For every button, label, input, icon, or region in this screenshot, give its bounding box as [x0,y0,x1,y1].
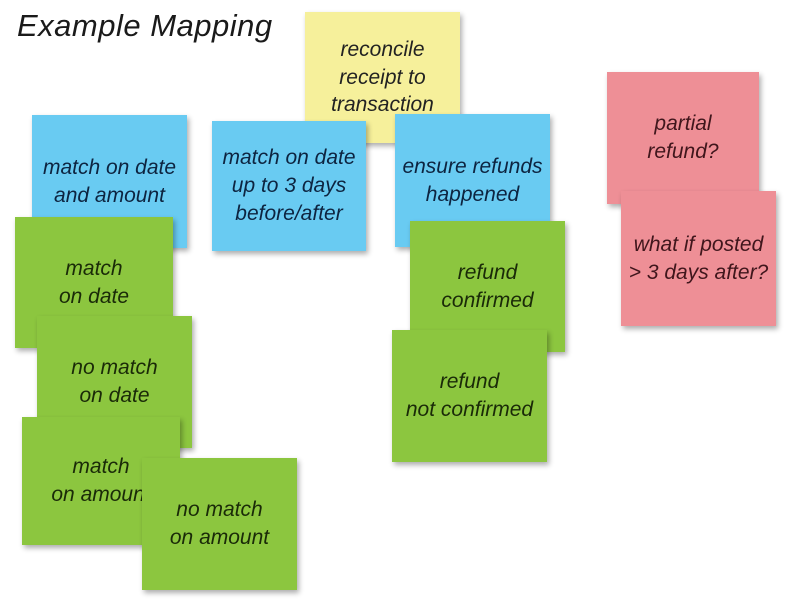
sticky-note-partial-refund: partial refund? [607,72,759,204]
sticky-note-text: match on amount [51,455,151,506]
sticky-note-text: refund not confirmed [405,370,534,421]
sticky-note-text: no match on date [71,356,158,407]
slide-title: Example Mapping [17,8,273,43]
sticky-note-text: what if posted > 3 days after? [628,232,769,284]
sticky-note-text: reconcile receipt to transaction [331,37,434,117]
sticky-note-text: refund confirmed [441,260,534,312]
sticky-note-text: ensure refunds happened [402,154,543,206]
sticky-note-text: no match on amount [169,498,270,549]
sticky-note-text: partial refund? [647,112,719,163]
sticky-note-text: match on date [58,256,130,308]
sticky-note-text: match on date up to 3 days before/after [222,146,356,225]
sticky-note-refund-not-confirmed: refund not confirmed [392,330,547,462]
sticky-note-no-match-on-amount: no match on amount [142,458,297,590]
sticky-note-text: match on date and amount [42,155,177,207]
sticky-note-posted-3-days-after: what if posted > 3 days after? [621,191,776,326]
sticky-note-match-date-3days: match on date up to 3 days before/after [212,121,366,251]
